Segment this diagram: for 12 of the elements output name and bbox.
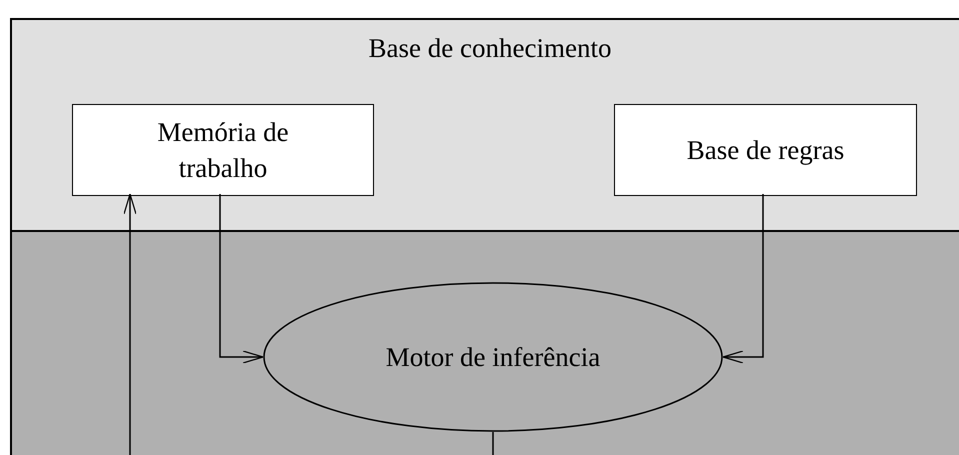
node-label: Memória de trabalho: [156, 116, 290, 185]
process-box: [614, 104, 917, 196]
node-label: Base de conhecimento: [368, 32, 612, 65]
arrow: [722, 194, 764, 364]
arrow: [219, 194, 264, 364]
process-box: [72, 104, 374, 196]
node-label: Base de regras: [686, 134, 844, 167]
connector-line: [492, 432, 494, 455]
knowledge-base-panel: [10, 18, 959, 232]
node-label: Motor de inferência: [386, 340, 600, 374]
ellipse-node: [263, 282, 723, 432]
arrow: [123, 193, 137, 455]
